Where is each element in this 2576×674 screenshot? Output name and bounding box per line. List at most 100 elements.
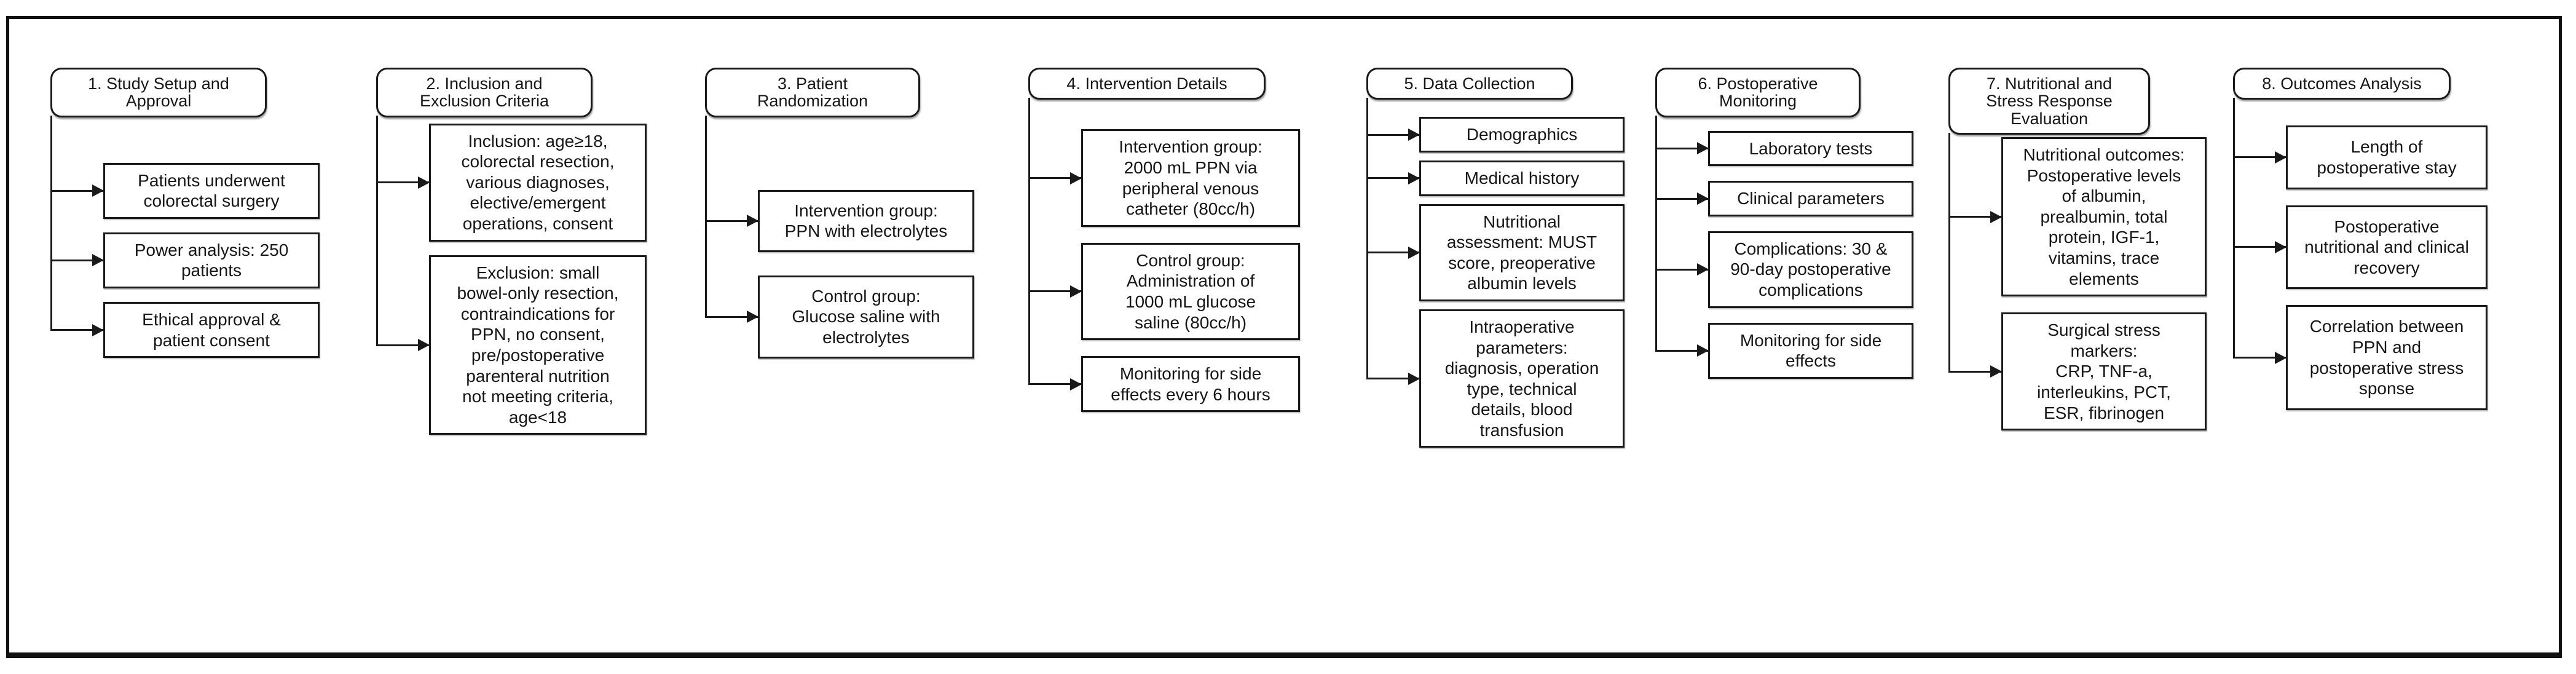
- flow-step-box: Length of postoperative stay: [2286, 125, 2487, 189]
- connector-trunk: [1028, 98, 1030, 385]
- stage-children: Demographics Medical history Nutritional…: [1366, 117, 1625, 448]
- stage-column-8: 8. Outcomes Analysis Length of postopera…: [2233, 68, 2487, 410]
- stage-column-4: 4. Intervention Details Intervention gro…: [1028, 68, 1300, 413]
- arrow-right-icon: [1655, 197, 1708, 200]
- connector-trunk: [50, 116, 52, 331]
- flow-step-box: Inclusion: age≥18, colorectal resection,…: [429, 123, 647, 242]
- stage-header-7: 7. Nutritional and Stress Response Evalu…: [1948, 68, 2150, 135]
- arrow-right-icon: [50, 189, 103, 192]
- flow-step-row: Control group: Glucose saline with elect…: [705, 275, 974, 359]
- arrow-right-icon: [1948, 370, 2001, 373]
- flow-step-box: Correlation between PPN and postoperativ…: [2286, 305, 2487, 410]
- stage-children: Nutritional outcomes: Postoperative leve…: [1948, 137, 2207, 431]
- arrow-right-icon: [50, 329, 103, 331]
- arrow-right-icon: [1028, 383, 1081, 386]
- arrow-right-icon: [2233, 357, 2286, 359]
- flow-step-box: Demographics: [1419, 117, 1625, 153]
- flow-step-box: Intraoperative parameters: diagnosis, op…: [1419, 309, 1625, 448]
- connector-trunk: [1366, 98, 1368, 379]
- stage-children: Intervention group: 2000 mL PPN via peri…: [1028, 129, 1300, 413]
- arrow-right-icon: [1366, 133, 1419, 136]
- flow-step-row: Surgical stress markers: CRP, TNF-a, int…: [1948, 312, 2207, 431]
- connector-trunk: [2233, 98, 2235, 359]
- flow-step-row: Clinical parameters: [1655, 181, 1913, 216]
- flow-step-row: Correlation between PPN and postoperativ…: [2233, 305, 2487, 410]
- flow-step-row: Nutritional outcomes: Postoperative leve…: [1948, 137, 2207, 297]
- stage-column-5: 5. Data Collection Demographics Medical …: [1366, 68, 1625, 448]
- stage-header-6: 6. Postoperative Monitoring: [1655, 68, 1861, 117]
- arrow-right-icon: [2233, 246, 2286, 248]
- stage-header-4: 4. Intervention Details: [1028, 68, 1266, 100]
- stage-column-7: 7. Nutritional and Stress Response Evalu…: [1948, 68, 2207, 431]
- flow-step-row: Exclusion: small bowel-only resection, c…: [376, 255, 647, 435]
- flow-step-row: Nutritional assessment: MUST score, preo…: [1366, 204, 1625, 301]
- flow-step-row: Control group: Administration of 1000 mL…: [1028, 242, 1300, 341]
- flow-step-box: Laboratory tests: [1708, 130, 1913, 167]
- stage-header-1: 1. Study Setup and Approval: [50, 68, 267, 117]
- flow-step-row: Complications: 30 & 90-day postoperative…: [1655, 231, 1913, 308]
- stage-children: Length of postoperative stay Postoperati…: [2233, 125, 2487, 410]
- arrow-right-icon: [50, 259, 103, 261]
- stage-header-5: 5. Data Collection: [1366, 68, 1573, 100]
- stage-column-1: 1. Study Setup and Approval Patients und…: [50, 68, 320, 359]
- flow-step-row: Power analysis: 250 patients: [50, 232, 320, 289]
- flow-step-row: Monitoring for side effects: [1655, 322, 1913, 379]
- stage-column-3: 3. Patient Randomization Intervention gr…: [705, 68, 974, 359]
- arrow-right-icon: [1655, 268, 1708, 271]
- arrow-right-icon: [1366, 378, 1419, 380]
- flow-step-box: Control group: Glucose saline with elect…: [758, 275, 974, 359]
- arrow-right-icon: [1948, 216, 2001, 218]
- arrow-right-icon: [705, 220, 758, 222]
- connector-trunk: [1948, 133, 1950, 372]
- flow-step-box: Patients underwent colorectal surgery: [103, 162, 320, 219]
- flow-step-row: Monitoring for side effects every 6 hour…: [1028, 356, 1300, 413]
- flow-step-row: Postoperative nutritional and clinical r…: [2233, 205, 2487, 290]
- flow-step-box: Surgical stress markers: CRP, TNF-a, int…: [2001, 312, 2207, 431]
- flow-step-row: Demographics: [1366, 117, 1625, 153]
- flow-step-box: Power analysis: 250 patients: [103, 232, 320, 289]
- arrow-right-icon: [1028, 177, 1081, 180]
- flow-step-row: Length of postoperative stay: [2233, 125, 2487, 189]
- connector-trunk: [376, 116, 378, 346]
- flow-step-box: Exclusion: small bowel-only resection, c…: [429, 255, 647, 435]
- flow-step-box: Medical history: [1419, 160, 1625, 196]
- flow-step-row: Patients underwent colorectal surgery: [50, 162, 320, 219]
- flow-step-row: Inclusion: age≥18, colorectal resection,…: [376, 123, 647, 242]
- flow-step-box: Postoperative nutritional and clinical r…: [2286, 205, 2487, 290]
- stage-children: Intervention group: PPN with electrolyte…: [705, 189, 974, 359]
- flow-step-row: Laboratory tests: [1655, 130, 1913, 167]
- arrow-right-icon: [1028, 290, 1081, 293]
- arrow-right-icon: [1366, 252, 1419, 254]
- flow-step-box: Monitoring for side effects every 6 hour…: [1081, 356, 1300, 413]
- flow-step-box: Nutritional assessment: MUST score, preo…: [1419, 204, 1625, 301]
- flow-step-row: Medical history: [1366, 160, 1625, 196]
- flow-step-row: Ethical approval & patient consent: [50, 302, 320, 359]
- flow-step-box: Complications: 30 & 90-day postoperative…: [1708, 231, 1913, 308]
- flow-step-row: Intervention group: PPN with electrolyte…: [705, 189, 974, 252]
- arrow-right-icon: [2233, 156, 2286, 159]
- flow-step-box: Ethical approval & patient consent: [103, 302, 320, 359]
- flow-step-row: Intervention group: 2000 mL PPN via peri…: [1028, 129, 1300, 227]
- stage-header-8: 8. Outcomes Analysis: [2233, 68, 2451, 100]
- flow-step-box: Control group: Administration of 1000 mL…: [1081, 242, 1300, 341]
- flow-step-box: Intervention group: 2000 mL PPN via peri…: [1081, 129, 1300, 227]
- stage-column-6: 6. Postoperative Monitoring Laboratory t…: [1655, 68, 1913, 379]
- stage-children: Inclusion: age≥18, colorectal resection,…: [376, 123, 647, 435]
- stage-children: Laboratory tests Clinical parameters Com…: [1655, 130, 1913, 379]
- flow-step-box: Monitoring for side effects: [1708, 322, 1913, 379]
- flow-step-box: Intervention group: PPN with electrolyte…: [758, 189, 974, 252]
- flow-step-row: Intraoperative parameters: diagnosis, op…: [1366, 309, 1625, 448]
- stage-header-3: 3. Patient Randomization: [705, 68, 920, 117]
- stage-column-2: 2. Inclusion and Exclusion Criteria Incl…: [376, 68, 647, 435]
- arrow-right-icon: [1655, 349, 1708, 352]
- stage-children: Patients underwent colorectal surgery Po…: [50, 162, 320, 359]
- connector-trunk: [1655, 116, 1657, 352]
- connector-trunk: [705, 116, 707, 318]
- stage-header-2: 2. Inclusion and Exclusion Criteria: [376, 68, 593, 117]
- arrow-right-icon: [705, 315, 758, 318]
- flow-step-box: Nutritional outcomes: Postoperative leve…: [2001, 137, 2207, 297]
- flow-step-box: Clinical parameters: [1708, 181, 1913, 216]
- arrow-right-icon: [376, 181, 429, 184]
- arrow-right-icon: [376, 344, 429, 346]
